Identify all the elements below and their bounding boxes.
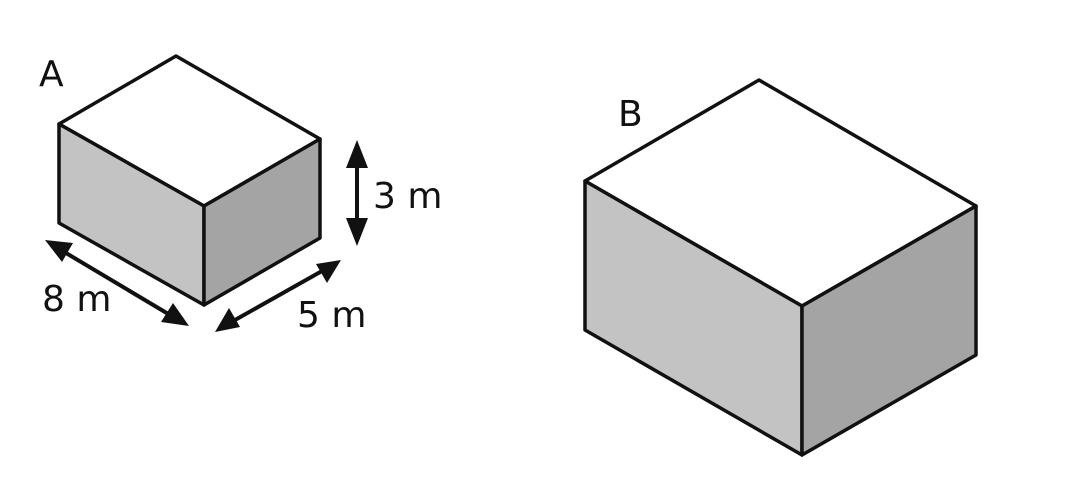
prism-a-label: A <box>39 54 64 95</box>
width-arrow-shaft <box>234 269 323 322</box>
prism-a: A <box>39 54 322 307</box>
height-arrow-up-head <box>346 140 368 168</box>
width-arrow-right-head <box>316 260 341 283</box>
height-arrow-down-head <box>346 218 368 246</box>
width-label: 5 m <box>297 295 366 336</box>
width-arrow-left-head <box>215 308 240 332</box>
height-label: 3 m <box>373 176 442 217</box>
length-arrow-left-head <box>45 240 73 262</box>
prism-b-label: B <box>618 94 643 135</box>
height-dimension: 3 m <box>346 140 442 246</box>
length-dimension: 8 m <box>42 240 189 326</box>
length-label: 8 m <box>42 279 111 320</box>
width-dimension: 5 m <box>215 260 366 336</box>
prism-a-side-face <box>202 137 322 307</box>
length-arrow-right-head <box>161 303 189 326</box>
length-arrow-shaft <box>64 251 172 317</box>
prism-b: B <box>583 78 978 457</box>
prism-b-side-face <box>800 204 978 457</box>
